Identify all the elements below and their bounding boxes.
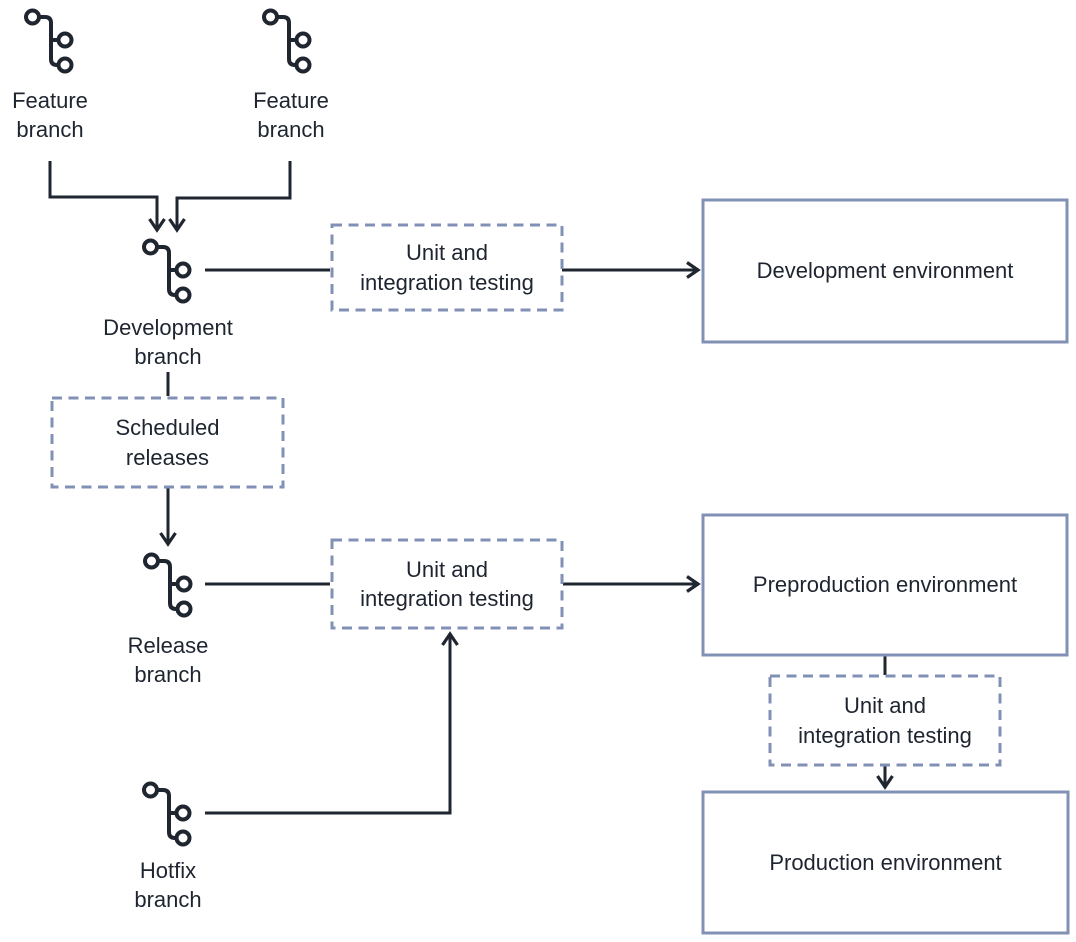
feature-branch-2-label: Feature branch [253, 88, 329, 143]
connector-hotfix-to-testing-preprod [205, 631, 459, 815]
preproduction-environment-box [701, 513, 1069, 657]
connector-feature2-to-development [168, 161, 292, 233]
feature-branch-1-label: Feature branch [12, 88, 88, 143]
unit-testing-prod-label: Unit and integration testing [798, 693, 972, 748]
scheduled-releases-label: Scheduled releases [115, 415, 220, 470]
unit-testing-dev-box [330, 223, 564, 312]
git-branch-icon [262, 8, 312, 74]
development-environment-label: Development environment [756, 258, 1014, 284]
preproduction-environment-label: Preproduction environment [752, 572, 1018, 598]
git-branch-icon [142, 238, 192, 304]
git-branch-icon [24, 8, 74, 74]
git-branch-icon [143, 552, 193, 618]
release-branch-label: Release branch [127, 633, 209, 688]
unit-testing-prod-box [768, 674, 1002, 767]
production-environment-box [701, 790, 1070, 935]
hotfix-branch-label: Hotfix branch [134, 858, 202, 913]
connector-feature1-to-development [48, 161, 166, 233]
production-environment-label: Production environment [769, 849, 1002, 875]
scheduled-releases-box [50, 396, 285, 489]
git-branch-icon [142, 781, 192, 847]
development-branch-label: Development branch [103, 315, 233, 370]
unit-testing-preprod-box [330, 538, 564, 630]
unit-testing-dev-label: Unit and integration testing [360, 240, 534, 295]
unit-testing-preprod-label: Unit and integration testing [360, 556, 534, 611]
development-environment-box [701, 198, 1069, 344]
